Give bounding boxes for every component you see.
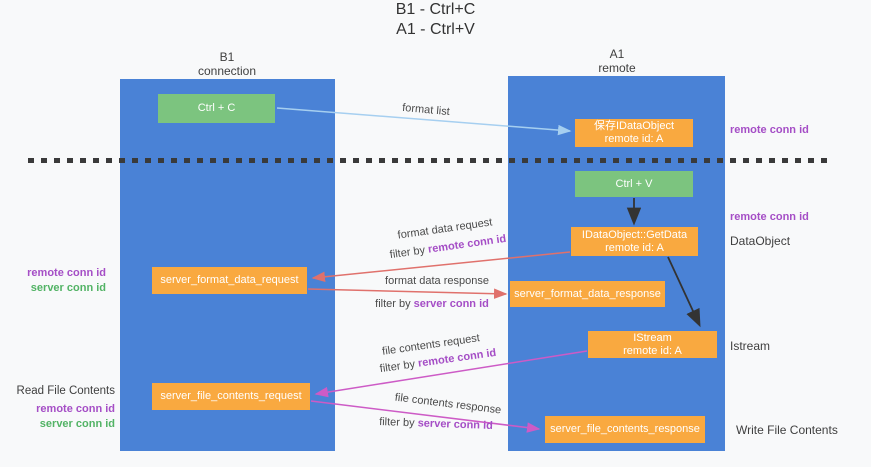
filter-by-text: filter by	[389, 244, 426, 262]
right-column-title: A1	[609, 47, 625, 61]
write-file-contents-label: Write File Contents	[736, 423, 838, 437]
filter-by-text: filter by	[378, 416, 415, 430]
getdata-line2: remote id: A	[605, 241, 664, 254]
ctrl-c-box: Ctrl + C	[158, 94, 275, 123]
server-format-data-request-box: server_format_data_request	[152, 267, 307, 294]
server-file-contents-response-label: server_file_contents_response	[550, 423, 700, 435]
server-format-data-response-box: server_format_data_response	[510, 281, 665, 307]
server-format-data-response-label: server_format_data_response	[514, 287, 661, 300]
left-conn-id-group-file: Read File Contents remote conn id server…	[10, 384, 115, 432]
left-column-subtitle: connection	[197, 64, 257, 78]
file-contents-response-label: file contents response	[394, 391, 502, 417]
left-server-conn-id: server conn id	[30, 282, 106, 294]
left-server-conn-id-2: server conn id	[39, 418, 115, 430]
left-column-header: B1 connection	[157, 50, 297, 78]
title-line-2: A1 - Ctrl+V	[396, 21, 475, 38]
right-column-subtitle: remote	[598, 61, 636, 75]
title-line-1: B1 - Ctrl+C	[395, 1, 476, 18]
format-data-response-filter-label: filter by server conn id	[375, 298, 489, 310]
save-idataobject-line2: remote id: A	[604, 133, 664, 145]
right-remote-conn-id-top: remote conn id	[730, 124, 809, 136]
left-remote-conn-id-2: remote conn id	[36, 403, 115, 415]
istream-side-label: Istream	[730, 339, 771, 353]
filter-by-text: filter by	[379, 358, 416, 376]
left-column-title: B1	[219, 50, 235, 64]
filter-by-text: filter by	[375, 298, 411, 310]
arrow-format-data-response	[307, 288, 508, 299]
remote-conn-id-text: remote conn id	[427, 232, 507, 256]
left-conn-id-group-format: remote conn id server conn id	[14, 266, 106, 296]
server-file-contents-request-label: server_file_contents_request	[160, 390, 302, 402]
ctrl-v-label: Ctrl + V	[615, 177, 653, 190]
save-idataobject-box: 保存IDataObject remote id: A	[575, 119, 693, 147]
right-column-header: A1 remote	[547, 47, 687, 75]
save-idataobject-line1: 保存IDataObject	[593, 120, 675, 132]
server-conn-id-text: server conn id	[417, 417, 494, 432]
server-file-contents-request-box: server_file_contents_request	[152, 383, 310, 410]
server-conn-id-text: server conn id	[413, 298, 489, 310]
istream-line2: remote id: A	[623, 344, 682, 357]
right-remote-conn-id-mid: remote conn id	[730, 211, 809, 223]
copy-paste-divider-dashed-line	[28, 158, 833, 163]
server-file-contents-response-box: server_file_contents_response	[545, 416, 705, 443]
dataobject-label: DataObject	[730, 234, 791, 248]
server-format-data-request-label: server_format_data_request	[160, 274, 299, 286]
file-contents-response-filter-label: filter by server conn id	[379, 416, 493, 432]
istream-box: IStream remote id: A	[588, 331, 717, 358]
getdata-line1: IDataObject::GetData	[581, 228, 688, 241]
format-list-label: format list	[401, 101, 451, 119]
ctrl-v-box: Ctrl + V	[575, 171, 693, 197]
left-remote-conn-id: remote conn id	[27, 267, 106, 279]
idataobject-getdata-box: IDataObject::GetData remote id: A	[571, 227, 698, 256]
format-data-response-label: format data response	[385, 275, 489, 287]
ctrl-c-label: Ctrl + C	[197, 102, 236, 114]
diagram-title: B1 - Ctrl+C A1 - Ctrl+V	[0, 0, 871, 40]
istream-line1: IStream	[633, 331, 672, 344]
read-file-contents-label: Read File Contents	[16, 385, 115, 397]
